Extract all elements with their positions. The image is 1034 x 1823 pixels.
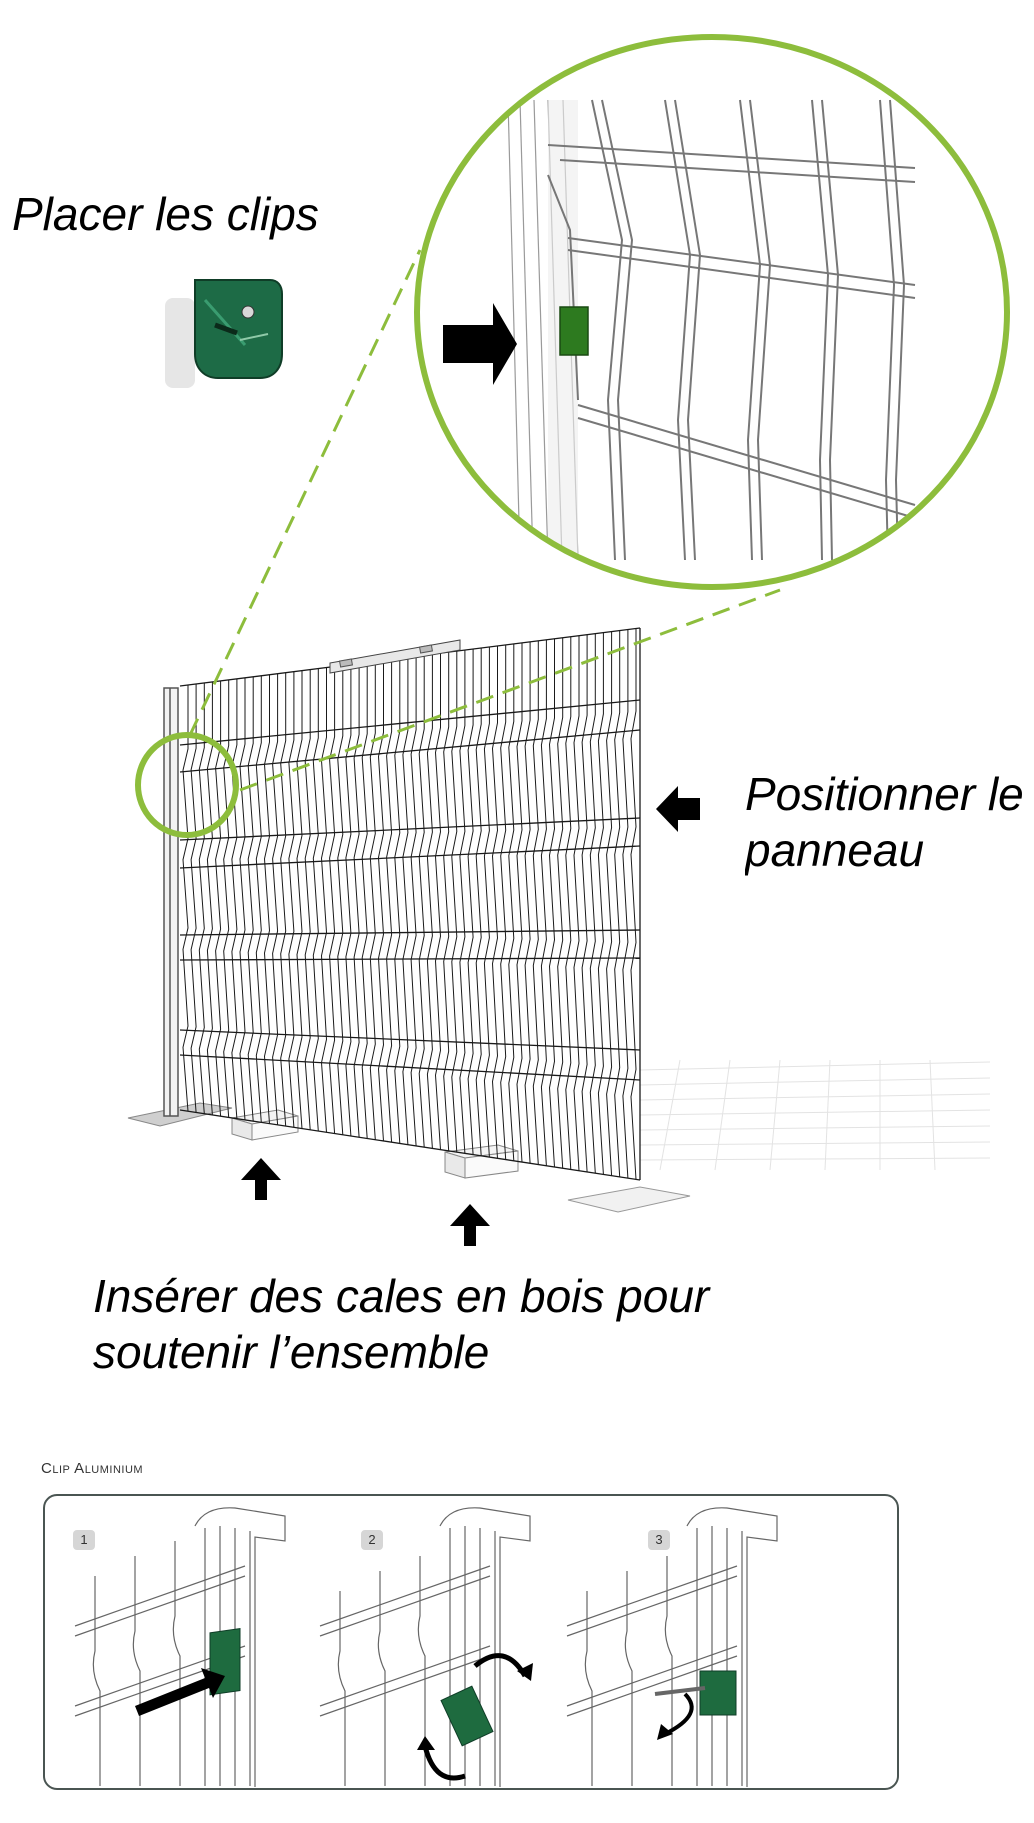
fence-wire xyxy=(557,637,564,1169)
fence-wire xyxy=(630,628,637,1180)
arrow-right-icon xyxy=(443,303,517,385)
wood-block-right xyxy=(444,1144,519,1179)
fence-wire xyxy=(548,638,556,1168)
fence-wire xyxy=(312,668,319,1132)
fence-wire xyxy=(418,655,425,1148)
clip-step-3 xyxy=(566,1507,778,1787)
fence-wire xyxy=(402,657,409,1145)
fence-wire xyxy=(532,640,539,1165)
rotate-arrow-icon-step3 xyxy=(664,1692,694,1736)
caption-insert-blocks: Insérer des cales en bois pour soutenir … xyxy=(93,1268,709,1380)
fence-wire xyxy=(280,672,287,1127)
fence-wire xyxy=(451,651,458,1153)
fence-wire xyxy=(320,667,328,1133)
fence-wire xyxy=(361,662,368,1139)
fence-wire xyxy=(500,644,507,1160)
fence-wire xyxy=(394,658,401,1144)
fence-wire xyxy=(581,634,588,1173)
caption-cales-line1: Insérer des cales en bois pour xyxy=(93,1270,710,1322)
ground-grid xyxy=(639,1059,991,1171)
fence-wire xyxy=(263,674,271,1124)
fence-wire xyxy=(190,684,197,1113)
clip-step-2 xyxy=(319,1507,531,1787)
fence-wire xyxy=(288,671,295,1128)
fence-wire xyxy=(198,682,205,1114)
fence-post xyxy=(163,687,179,1117)
fence-wire xyxy=(410,656,417,1146)
fence-wire xyxy=(182,685,189,1112)
fence-wire xyxy=(377,660,385,1142)
caption-cales-line2: soutenir l’ensemble xyxy=(93,1326,490,1378)
zoom-circle xyxy=(414,34,1010,590)
fence-wire xyxy=(524,641,531,1164)
fence-wire xyxy=(565,636,572,1170)
caption-position-line1: Positionner le xyxy=(745,768,1024,820)
fence-wire xyxy=(491,646,499,1159)
zoom-connector-lines xyxy=(188,249,781,792)
fence-wire xyxy=(345,664,352,1137)
fence-wire xyxy=(589,633,596,1174)
fence-wire xyxy=(215,680,222,1117)
clip-product-image xyxy=(165,279,283,388)
base-plate-right xyxy=(567,1186,691,1213)
fence-wire xyxy=(459,650,466,1154)
fence-wire xyxy=(475,648,482,1156)
fence-wire xyxy=(386,659,393,1143)
arrow-up-icon-right xyxy=(450,1204,490,1246)
fence-wire xyxy=(606,631,613,1176)
base-plate-left xyxy=(127,1102,233,1127)
fence-wire xyxy=(296,670,303,1129)
fence-wire xyxy=(508,643,515,1161)
fence-wire xyxy=(304,669,311,1130)
zoom-view xyxy=(417,37,1007,587)
rotate-arrow-icon-bottom xyxy=(422,1745,466,1781)
fence-wire xyxy=(255,675,262,1123)
fence-wire xyxy=(540,639,547,1166)
fence-wire xyxy=(353,663,360,1138)
fence-wire xyxy=(516,642,523,1163)
clip-zoom xyxy=(559,306,589,356)
fence-wire xyxy=(614,630,621,1177)
clip-panel-title: Clip Aluminium xyxy=(41,1460,144,1477)
clip-steps-box: 1 2 3 xyxy=(43,1494,899,1790)
fence-wire xyxy=(622,629,629,1179)
caption-place-clips: Placer les clips xyxy=(12,188,319,240)
fence-wire xyxy=(239,677,246,1120)
fence-wire xyxy=(231,678,238,1119)
caption-position-panel: Positionner le panneau xyxy=(745,766,1034,878)
arrow-left-icon xyxy=(656,786,700,832)
step-number-1: 1 xyxy=(73,1530,95,1550)
spirit-level xyxy=(329,639,461,674)
fence-wire xyxy=(369,661,376,1140)
caption-position-line2: panneau xyxy=(745,824,925,876)
fence-wire xyxy=(223,679,230,1118)
fence-wire xyxy=(443,652,450,1151)
fence-wire xyxy=(329,666,336,1134)
fence-wire xyxy=(434,653,442,1150)
fence-wire xyxy=(573,635,580,1171)
fence-wire xyxy=(426,654,433,1149)
fence-wire xyxy=(337,665,344,1135)
fence-wire xyxy=(206,681,213,1115)
fence-wire xyxy=(272,673,279,1125)
wood-block-left xyxy=(231,1109,299,1141)
clip-step-1 xyxy=(74,1507,286,1787)
fence-wire xyxy=(467,649,474,1155)
fence-wire xyxy=(483,647,490,1158)
arrow-up-icon-left xyxy=(241,1158,281,1200)
fence-wire xyxy=(597,632,604,1175)
step-number-3: 3 xyxy=(648,1530,670,1550)
fence-vertical-wires xyxy=(182,628,637,1180)
fence-wire xyxy=(247,676,254,1122)
arrow-insert-icon xyxy=(135,1668,225,1716)
step-number-2: 2 xyxy=(361,1530,383,1550)
clip-steps-illustration xyxy=(74,1507,778,1787)
zoom-target-circle xyxy=(135,732,239,838)
